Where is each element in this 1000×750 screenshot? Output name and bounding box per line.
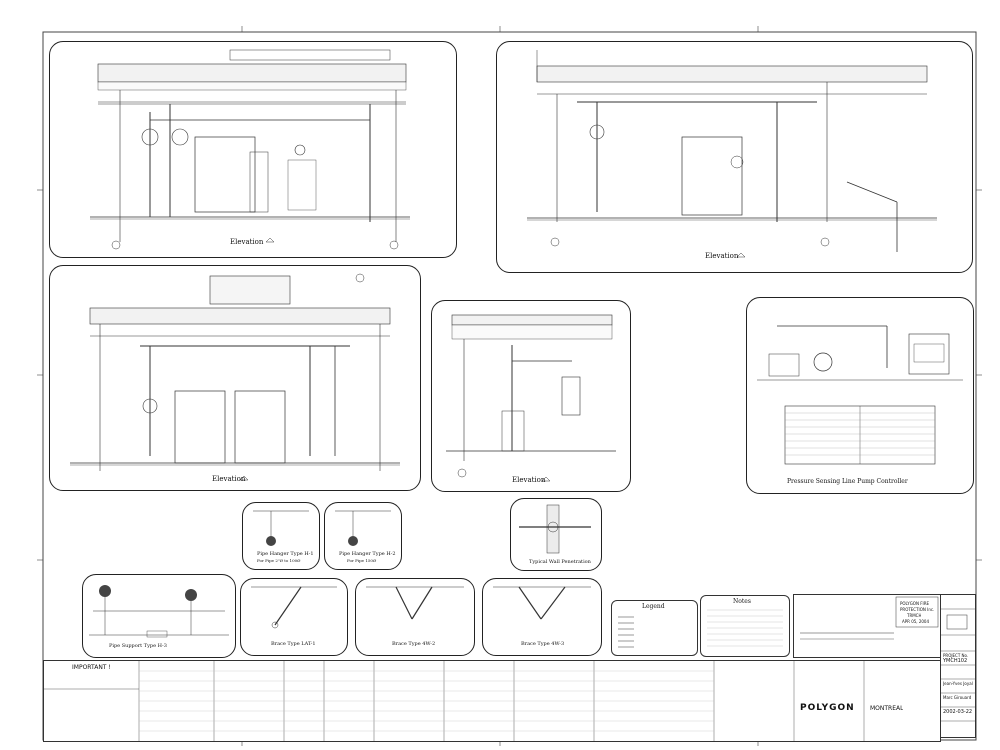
brace-lat1-panel: Brace Type LAT-1	[240, 578, 348, 656]
hanger-h2-sub: For Pipe 150Ø	[347, 558, 377, 563]
checked-by: Marc Girouard	[943, 695, 972, 700]
brace-lat1-title: Brace Type LAT-1	[271, 641, 316, 647]
elevation-panel-b: Elevation	[496, 41, 973, 273]
elevation-b-caption: Elevation	[705, 252, 739, 260]
elevation-d-caption: Elevation	[512, 476, 546, 484]
drawing-date: 2002-03-22	[943, 709, 973, 715]
project-number: YMCH102	[943, 658, 968, 664]
title-strip: IMPORTANT ! POLYGON MONTREAL	[43, 660, 941, 742]
company-logo: POLYGON	[800, 703, 855, 713]
stamp-line2: PROTECTION Inc.	[900, 607, 935, 612]
brace-4w3-title: Brace Type 4W-3	[521, 641, 565, 647]
brace-4w2-title: Brace Type 4W-2	[392, 641, 436, 647]
brace-4w3-panel: Brace Type 4W-3	[482, 578, 602, 656]
stamp-line4: APR 05, 2004	[902, 619, 930, 624]
elevation-panel-d: Elevation	[431, 300, 631, 492]
hanger-h2-panel: Pipe Hanger Type H-2 For Pipe 150Ø	[324, 502, 402, 570]
pump-controller-caption: Pressure Sensing Line Pump Controller	[787, 478, 908, 485]
drawn-by: Jean-Yves Joyal	[943, 681, 973, 686]
title-block-right: PROJECT No. YMCH102 Jean-Yves Joyal Marc…	[940, 594, 976, 738]
legend-box: Legend	[611, 600, 698, 656]
hanger-h2-title: Pipe Hanger Type H-2	[339, 551, 396, 557]
support-h3-panel: Pipe Support Type H-3	[82, 574, 236, 658]
important-label: IMPORTANT !	[72, 664, 111, 671]
pump-controller-panel: Pressure Sensing Line Pump Controller	[746, 297, 974, 494]
support-h3-title: Pipe Support Type H-3	[109, 643, 167, 649]
legend-title: Legend	[642, 603, 665, 610]
elevation-a-caption: Elevation	[230, 238, 264, 246]
notes-title: Notes	[733, 598, 751, 605]
hanger-h1-title: Pipe Hanger Type H-1	[257, 551, 314, 557]
notes-box: Notes	[700, 595, 790, 657]
elevation-c-caption: Elevation	[212, 475, 246, 483]
hanger-h1-panel: Pipe Hanger Type H-1 For Pipe 2"Ø to 100…	[242, 502, 320, 570]
company-city: MONTREAL	[870, 705, 904, 712]
wall-penetration-caption: Typical Wall Penetration	[529, 559, 591, 565]
project-number-label: PROJECT No.	[943, 653, 969, 658]
key-plan-area: POLYGON FIRE PROTECTION Inc. TRMCH APR 0…	[793, 594, 941, 658]
elevation-panel-c: Elevation	[49, 265, 421, 491]
brace-4w2-panel: Brace Type 4W-2	[355, 578, 475, 656]
hanger-h1-sub: For Pipe 2"Ø to 100Ø	[257, 558, 301, 563]
elevation-panel-a: Elevation	[49, 41, 457, 258]
stamp-line1: POLYGON FIRE	[900, 601, 929, 606]
wall-penetration-panel: Typical Wall Penetration	[510, 498, 602, 571]
stamp-line3: TRMCH	[907, 613, 922, 618]
